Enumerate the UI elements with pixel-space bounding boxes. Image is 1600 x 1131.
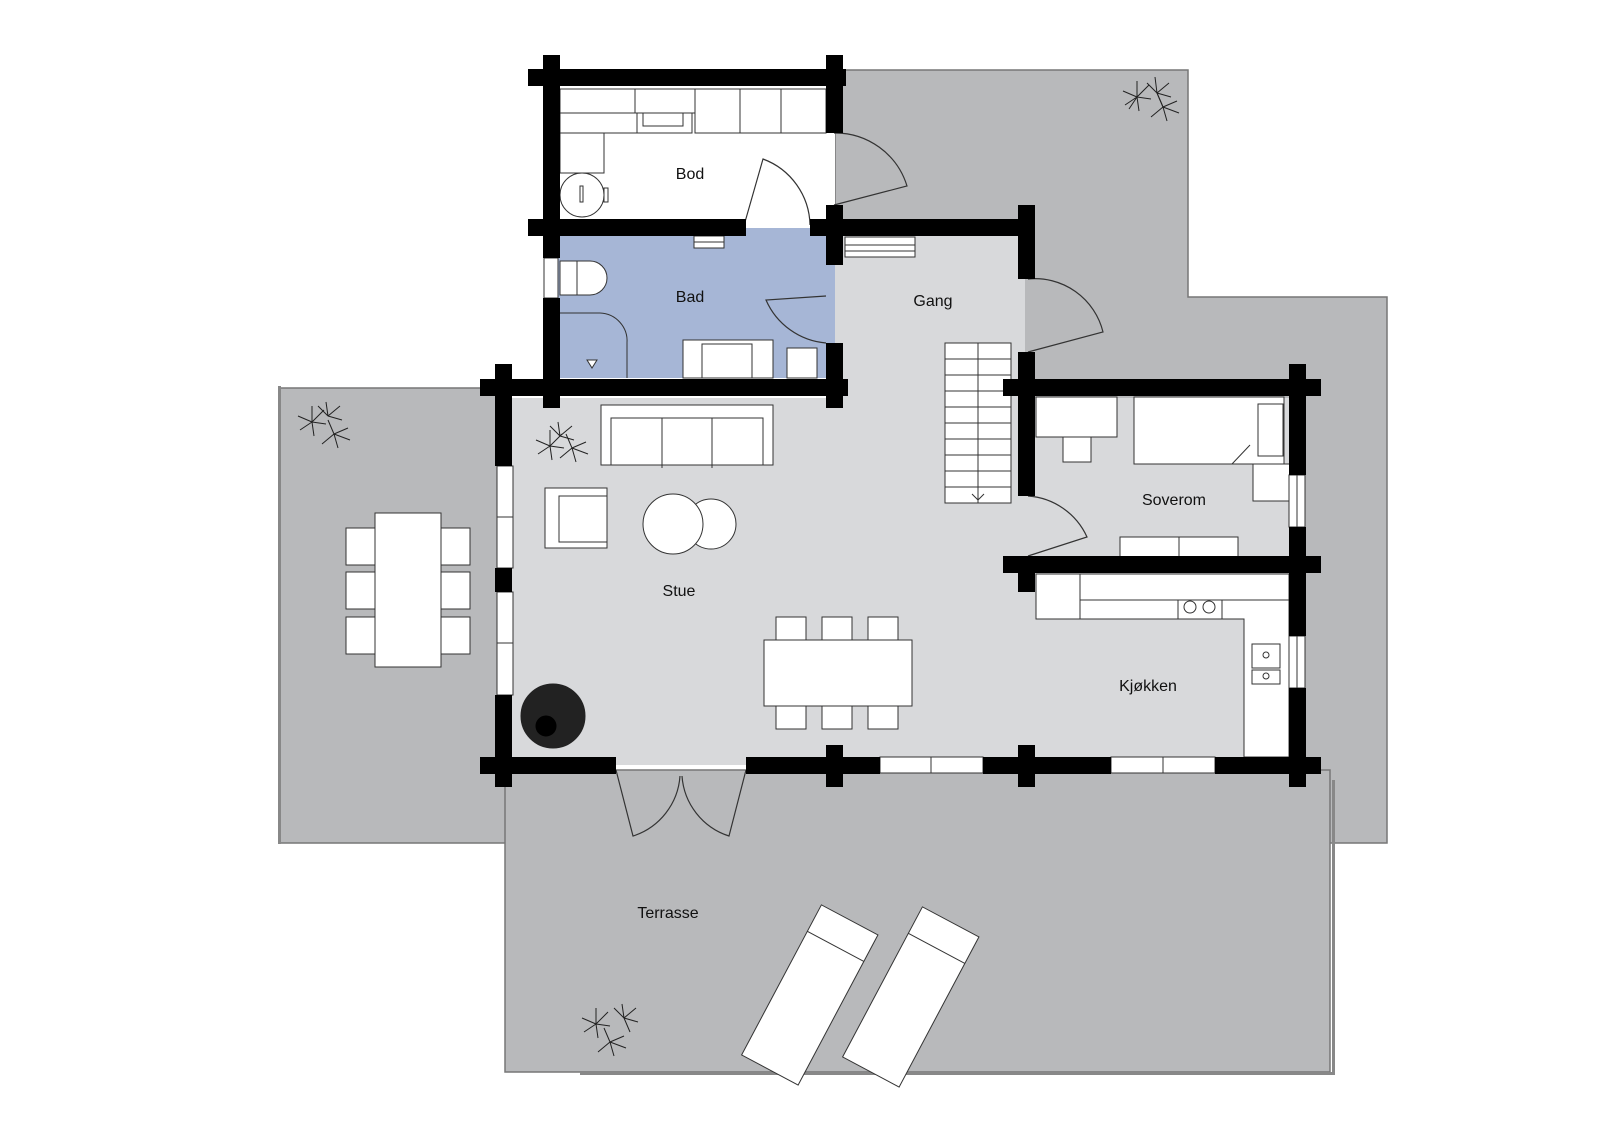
sink-icon [701,343,753,379]
fireplace-icon [520,683,586,749]
room-label-soverom: Soverom [1141,492,1207,509]
room-label-terrasse: Terrasse [637,905,699,922]
dining-table [763,639,913,707]
pillow [1257,403,1284,457]
desk-chair [1062,436,1092,463]
windows [496,465,1306,774]
sun-lounger-1 [740,904,879,1086]
plants [297,76,1180,1057]
outdoor-dining-set [345,512,471,668]
room-label-bad: Bad [675,289,705,306]
walls [480,55,1321,787]
room-label-bod: Bod [675,166,705,183]
plant-icon [535,421,589,463]
room-label-stue: Stue [662,583,696,600]
door-bod-interior [744,158,811,226]
soverom-furniture [1035,396,1291,558]
shower-curtain [560,312,628,378]
main-floor [510,235,1296,765]
terrace-south-edge [580,1072,1332,1075]
shower-head-icon [586,359,598,369]
plant-icon [581,1003,639,1057]
gang-furniture [844,236,1012,504]
washer-icon [786,347,818,379]
door-soverom [1027,495,1088,557]
plant-icon [1122,76,1180,122]
door-terrace-right [681,769,747,837]
bad-fixtures [543,235,818,379]
coffee-table-large [642,493,704,555]
door-bod-exterior [833,132,908,206]
sun-lounger-2 [841,906,980,1088]
door-gang-exterior [1027,278,1104,353]
stair-arrow-icon [971,493,985,501]
room-label-kjokken: Kjøkken [1119,678,1177,695]
plant-icon [297,401,351,449]
door-terrace-left [615,769,681,837]
terrace-south-right-edge [1332,780,1335,1075]
bod-shelving [559,88,827,218]
bench [844,236,916,258]
doors [615,132,1104,837]
sun-loungers [740,904,980,1088]
kitchen-counter [1035,573,1290,758]
room-label-gang: Gang [913,293,953,310]
dining-chairs [775,616,899,730]
toilet-icon [559,260,608,296]
stue-furniture [520,404,913,749]
outdoor-table [374,512,442,668]
nightstand [1252,463,1291,502]
stair-steps [945,358,1011,488]
door-bad [765,295,827,344]
terrace-west-edge [278,386,281,844]
desk [1035,396,1118,438]
